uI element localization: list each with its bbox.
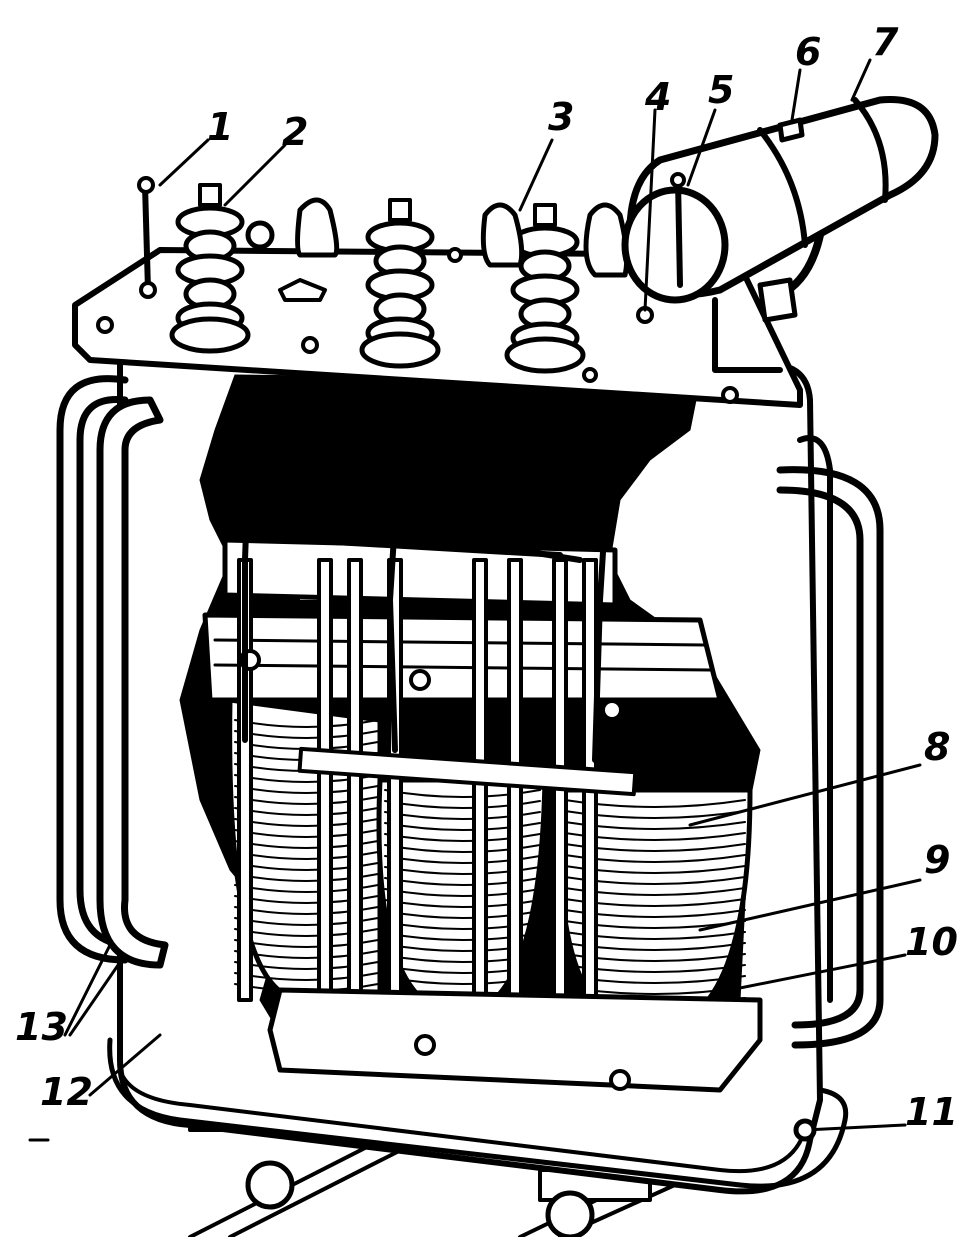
callout-2: 2 [282,110,308,154]
bushing-icon [504,203,586,374]
callout-9: 9 [924,838,950,882]
bushing-icon [359,198,441,369]
callout-5: 5 [708,68,734,112]
callouts: 1 2 3 4 5 6 7 8 9 10 11 12 13 [15,20,958,1134]
cooling-tubes-left [56,375,169,969]
bolt-icon [609,1069,631,1091]
callout-7: 7 [872,20,899,64]
callout-6: 6 [795,30,821,74]
callout-11: 11 [905,1090,958,1134]
tank-cover [72,247,803,408]
leads [242,407,608,763]
drain-valve-icon [793,1118,817,1142]
bolt-icon [409,669,431,691]
bushing-icon [169,183,251,354]
cooling-tubes-right [776,435,884,1049]
callout-3: 3 [548,95,574,139]
wheel-icon [245,1160,295,1210]
bolt-icon [601,699,623,721]
callout-12: 12 [40,1070,93,1114]
callout-10: 10 [905,920,958,964]
core-and-windings [202,537,763,1093]
bolt-icon [414,1034,436,1056]
callout-8: 8 [924,725,950,769]
wheel-icon [545,1190,595,1237]
callout-4: 4 [644,75,671,119]
conservator-tank [621,95,939,373]
leader-lines [28,58,922,1142]
thermometer-rod [137,176,157,299]
bushings [169,183,586,374]
callout-1: 1 [207,105,233,149]
callout-13: 13 [15,1005,68,1049]
lv-bushings [245,197,630,302]
